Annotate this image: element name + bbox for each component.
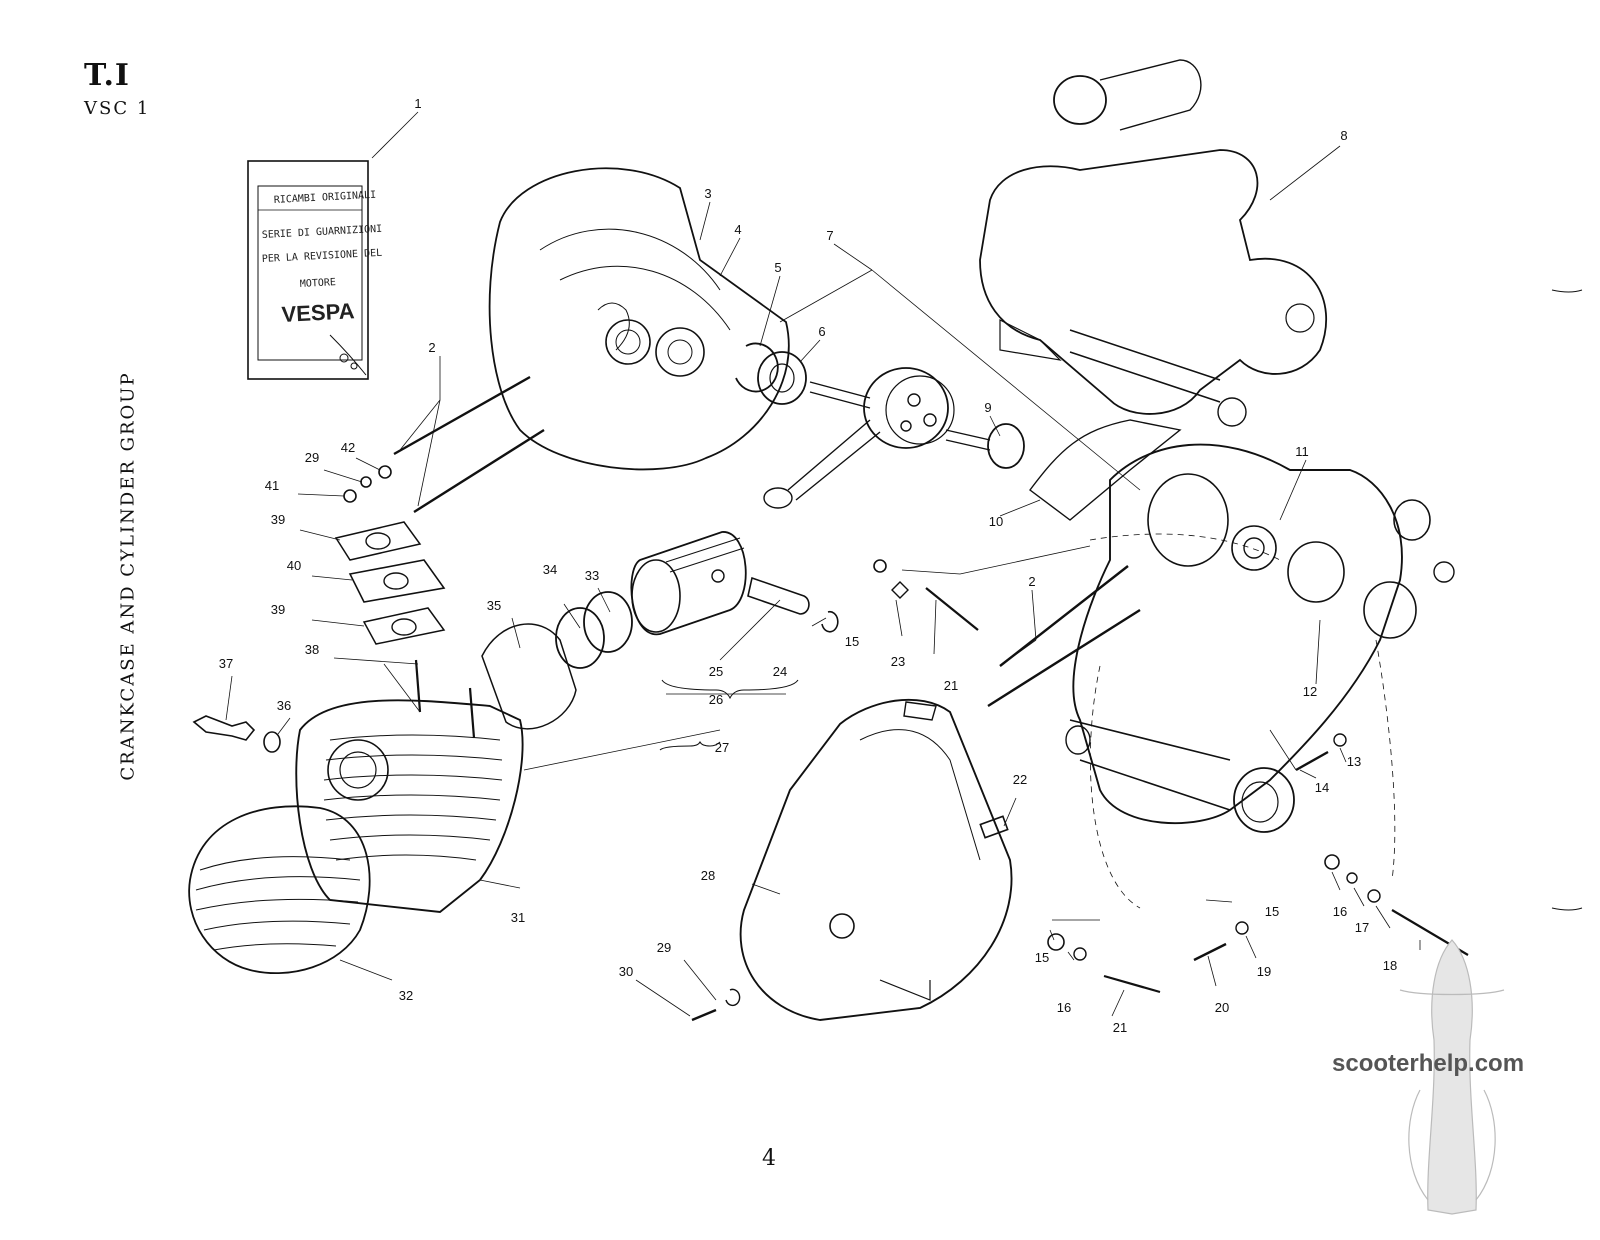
nut — [343, 489, 357, 503]
fan-cover — [739, 698, 1013, 1021]
cylinder-head — [188, 805, 371, 974]
part-callout-29: 29 — [305, 450, 319, 465]
part-callout-2: 2 — [1028, 574, 1035, 589]
washer — [360, 476, 372, 488]
part-callout-15: 15 — [845, 634, 859, 649]
group-bracket — [659, 740, 721, 751]
part-callout-21: 21 — [1113, 1020, 1127, 1035]
part-callout-8: 8 — [1340, 128, 1347, 143]
binder-mark — [1551, 907, 1583, 911]
oil-seal — [987, 423, 1025, 469]
part-callout-38: 38 — [305, 642, 319, 657]
part-callout-12: 12 — [1303, 684, 1317, 699]
crankshaft-assembly — [763, 367, 991, 509]
part-callout-17: 17 — [1355, 920, 1369, 935]
part-callout-18: 18 — [1383, 958, 1397, 973]
crankcase-left-half — [488, 167, 790, 471]
crankcase-gasket — [1029, 419, 1182, 521]
page-number: 4 — [762, 1146, 776, 1171]
bag-line: RICAMBI ORIGINALI — [274, 190, 377, 206]
part-callout-15: 15 — [1035, 950, 1049, 965]
phantom-lines — [1089, 533, 1396, 909]
part-callout-23: 23 — [891, 654, 905, 669]
part-callout-27: 27 — [715, 740, 729, 755]
site-watermark: scooterhelp.com — [1332, 1050, 1525, 1077]
part-callout-20: 20 — [1215, 1000, 1229, 1015]
part-callout-40: 40 — [287, 558, 301, 573]
washer — [378, 465, 392, 479]
piston-ring — [583, 591, 633, 653]
base-gasket — [481, 623, 577, 730]
intake-gaskets — [334, 521, 446, 645]
part-callout-34: 34 — [543, 562, 557, 577]
main-bearing — [757, 351, 807, 405]
part-callout-22: 22 — [1013, 772, 1027, 787]
bag-line: MOTORE — [300, 277, 337, 290]
bag-brand: VESPA — [281, 298, 355, 327]
part-callout-26: 26 — [709, 692, 723, 707]
part-callout-24: 24 — [773, 664, 787, 679]
spark-plug — [192, 715, 256, 741]
complete-engine-overview — [979, 59, 1328, 427]
group-bracket — [661, 679, 799, 700]
gasket-kit-bag: RICAMBI ORIGINALI SERIE DI GUARNIZIONI P… — [247, 160, 383, 380]
leader-lines — [225, 111, 1421, 1017]
part-callout-39: 39 — [271, 512, 285, 527]
part-callout-42: 42 — [341, 440, 355, 455]
part-callout-4: 4 — [734, 222, 741, 237]
crankcase-right-half — [1065, 443, 1455, 833]
part-callout-11: 11 — [1295, 444, 1309, 459]
part-callout-30: 30 — [619, 964, 633, 979]
part-callout-37: 37 — [219, 656, 233, 671]
table-code: T.I — [84, 58, 130, 93]
part-callout-31: 31 — [511, 910, 525, 925]
part-callout-21: 21 — [944, 678, 958, 693]
piston — [630, 531, 747, 635]
piston-ring — [555, 607, 605, 669]
part-callout-10: 10 — [989, 514, 1003, 529]
part-callout-35: 35 — [487, 598, 501, 613]
part-callout-16: 16 — [1057, 1000, 1071, 1015]
part-callout-16: 16 — [1333, 904, 1347, 919]
binder-mark — [1551, 289, 1583, 293]
part-callout-36: 36 — [277, 698, 291, 713]
cylinder — [295, 659, 524, 913]
part-callout-13: 13 — [1347, 754, 1361, 769]
part-callout-25: 25 — [709, 664, 723, 679]
part-callout-9: 9 — [984, 400, 991, 415]
part-callout-33: 33 — [585, 568, 599, 583]
part-callout-1: 1 — [414, 96, 421, 111]
part-callout-3: 3 — [704, 186, 711, 201]
pin-circlip — [821, 610, 839, 633]
part-callout-14: 14 — [1315, 780, 1329, 795]
plug-washer — [263, 731, 281, 753]
crankcase-studs-right — [987, 565, 1141, 708]
small-hardware — [691, 559, 1469, 1022]
part-callout-41: 41 — [265, 478, 279, 493]
part-callout-6: 6 — [818, 324, 825, 339]
vespa-silhouette — [1399, 939, 1505, 1215]
part-callout-5: 5 — [774, 260, 781, 275]
part-callout-32: 32 — [399, 988, 413, 1003]
part-callout-28: 28 — [701, 868, 715, 883]
part-callout-2: 2 — [428, 340, 435, 355]
part-callout-15: 15 — [1265, 904, 1279, 919]
part-callout-29: 29 — [657, 940, 671, 955]
part-callout-7: 7 — [826, 228, 833, 243]
gudgeon-pin — [747, 576, 810, 615]
bag-line: SERIE DI GUARNIZIONI — [262, 224, 383, 241]
crankcase-studs — [393, 375, 545, 514]
bag-line: PER LA REVISIONE DEL — [262, 248, 383, 265]
model-code: VSC 1 — [84, 98, 151, 119]
part-callout-19: 19 — [1257, 964, 1271, 979]
part-callout-39: 39 — [271, 602, 285, 617]
